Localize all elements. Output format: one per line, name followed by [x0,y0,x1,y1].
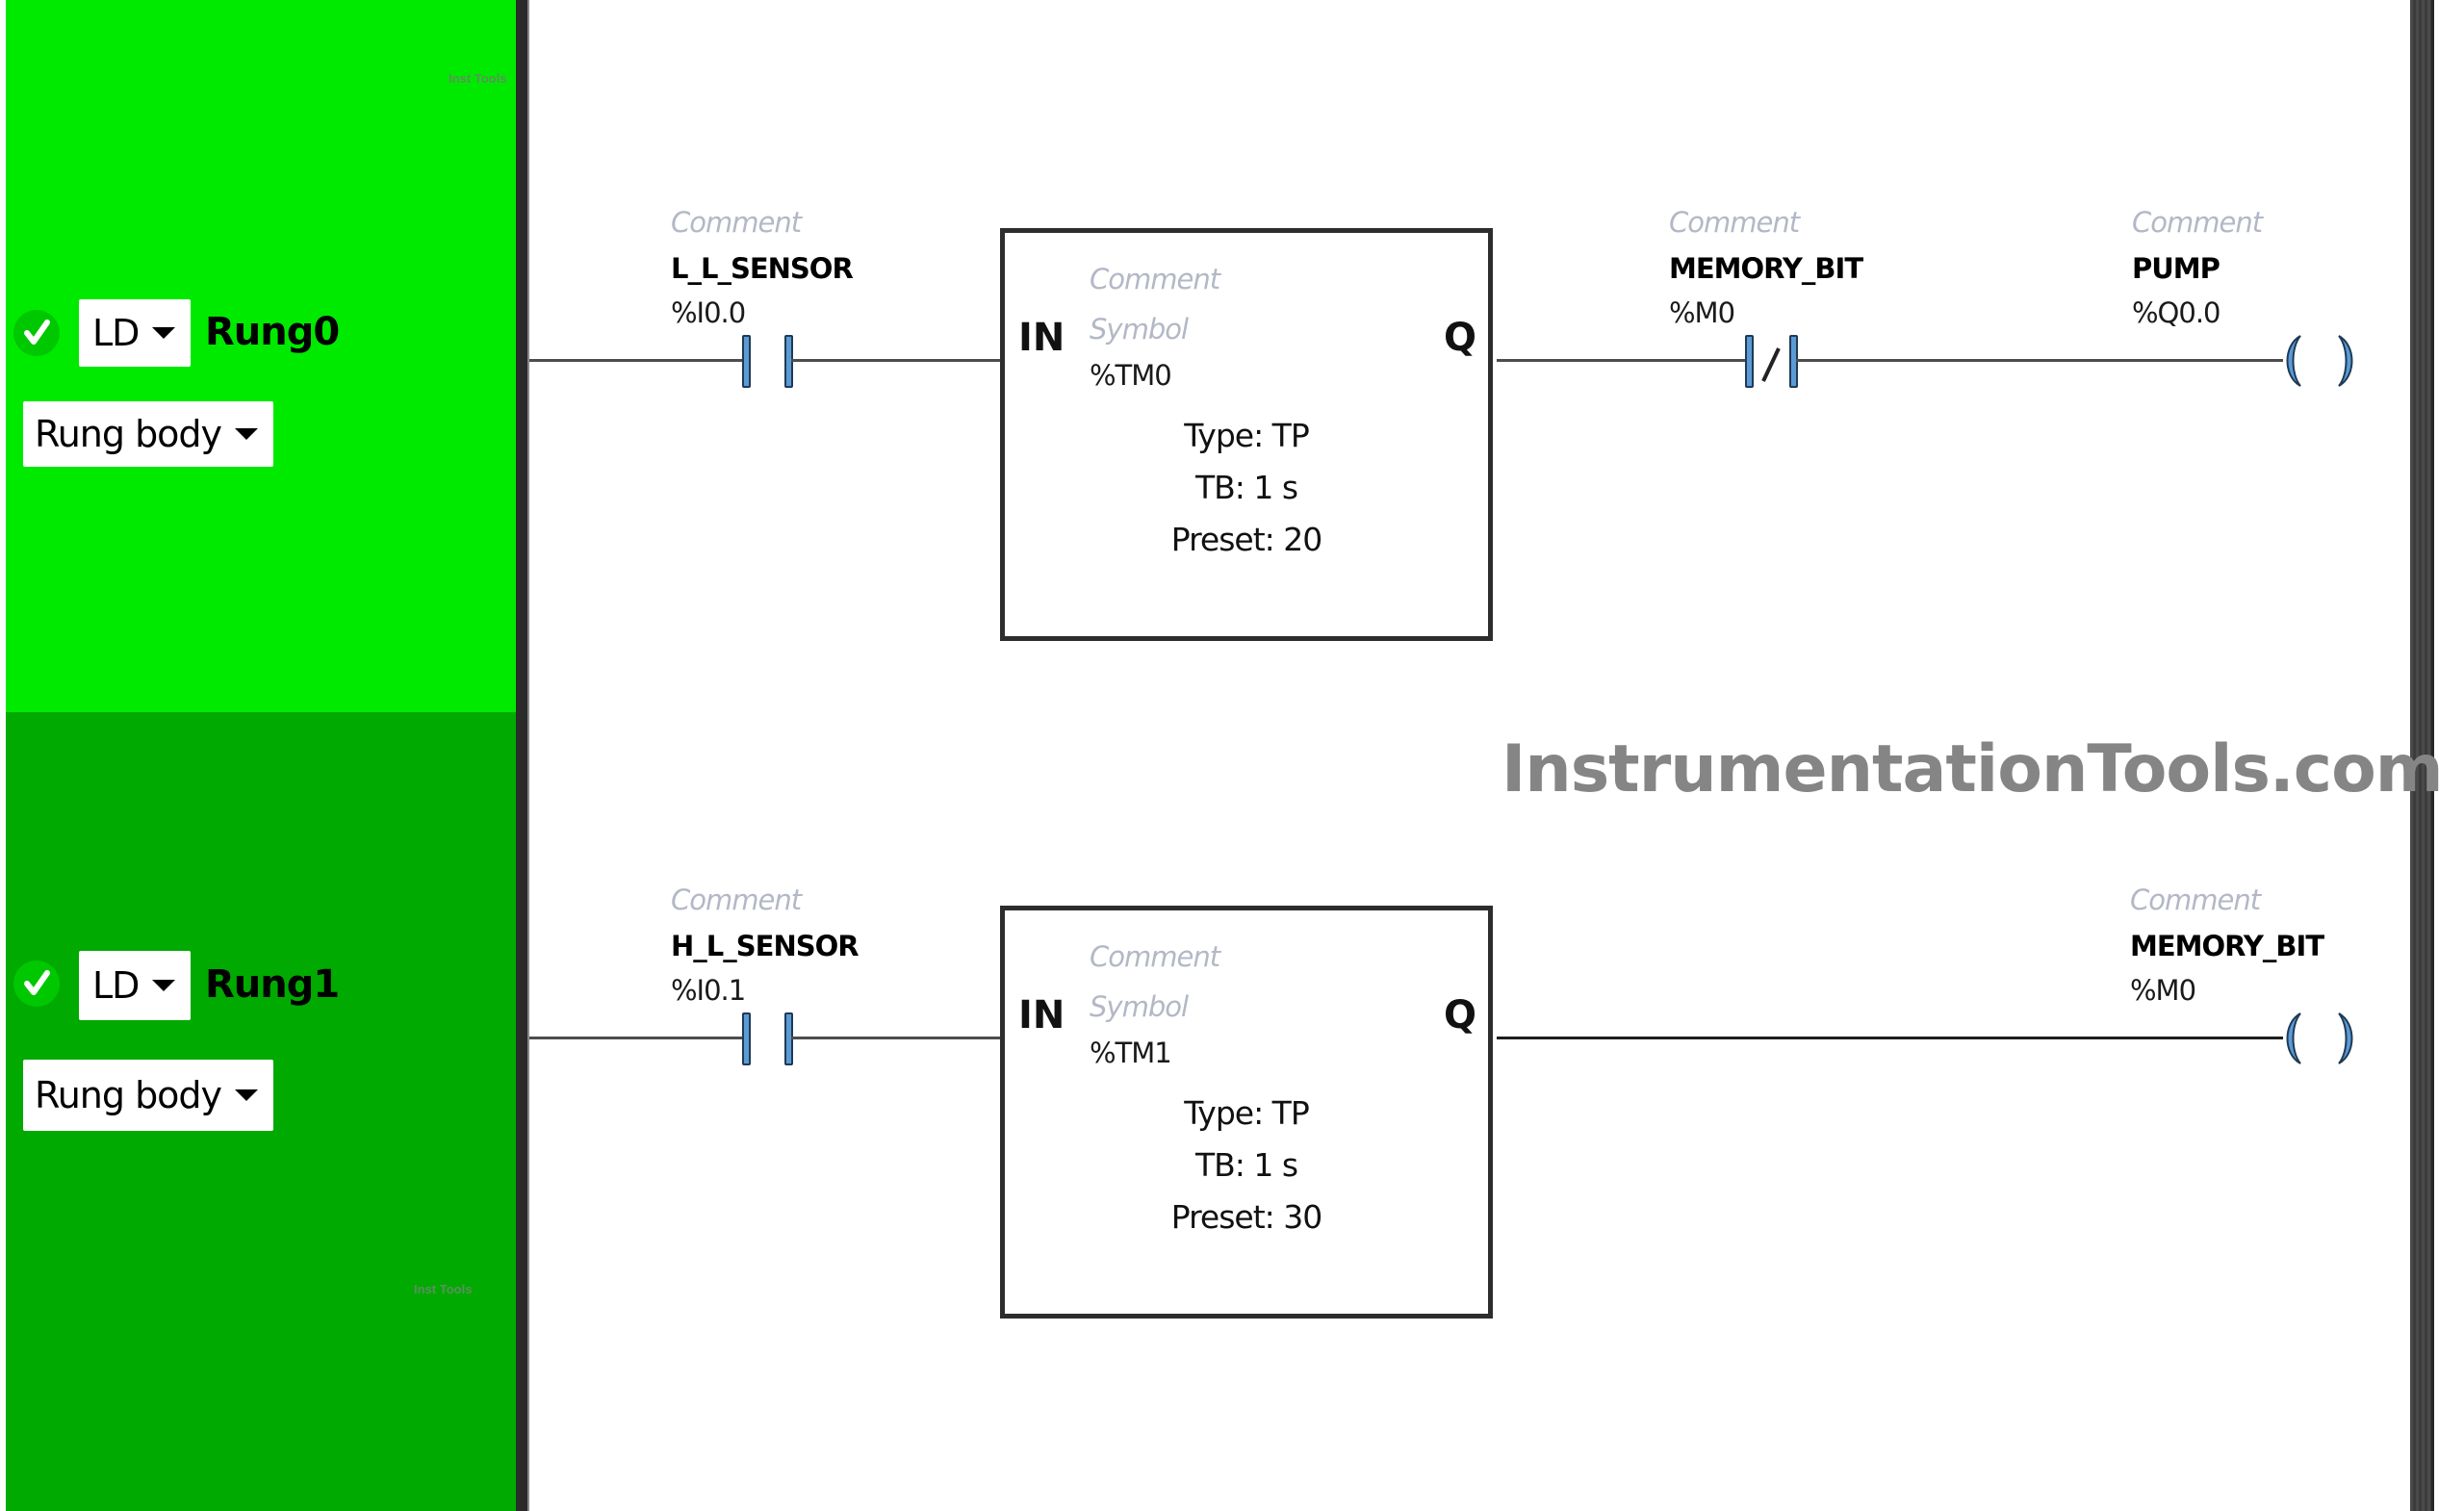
check-icon [24,970,50,995]
rung1-timer-block[interactable]: IN Q Comment Symbol %TM1 Type: TP TB: 1 … [1000,906,1493,1319]
rung1-coil-comment[interactable]: Comment [2130,884,2261,916]
coil-icon [2286,335,2353,387]
wire [791,1037,1001,1039]
rung0-contact2-address[interactable]: %M0 [1669,296,1735,329]
wire [1497,1037,2283,1039]
rung1-section-value: Rung body [35,1074,222,1116]
timer-in-pin: IN [1018,993,1065,1037]
rung0-timer-block[interactable]: IN Q Comment Symbol %TM0 Type: TP TB: 1 … [1000,228,1493,641]
chevron-down-icon [152,327,176,339]
contact-bar [742,1012,751,1065]
rung1-name[interactable]: Rung1 [205,962,340,1007]
slash-icon [1761,347,1781,382]
rung0-timer-preset: Preset: 20 [1170,521,1323,558]
left-power-rail-edge [527,0,529,1511]
rung1-contact1-address[interactable]: %I0.1 [671,974,746,1007]
rung1-timer-preset: Preset: 30 [1170,1198,1323,1236]
contact-bar [1745,335,1754,388]
rung1-coil-address[interactable]: %M0 [2130,974,2196,1007]
check-icon [24,320,50,345]
rung0-timer-timebase: TB: 1 s [1194,469,1298,506]
rung1-timer-type: Type: TP [1184,1094,1309,1132]
rung1-status [13,960,60,1007]
rung0-contact1-comment[interactable]: Comment [671,206,802,239]
sidebar-tag-bottom: Inst Tools [414,1282,473,1296]
rung1-language-value: LD [92,964,140,1007]
chevron-down-icon [152,980,176,991]
rung0-coil-address[interactable]: %Q0.0 [2132,296,2221,329]
rung0-coil-comment[interactable]: Comment [2132,206,2263,239]
rung1-section-dropdown[interactable]: Rung body [23,1060,273,1131]
wire [1497,359,1745,362]
rung0-language-value: LD [92,312,140,354]
contact-bar [742,335,751,388]
rung0-coil-symbol[interactable]: PUMP [2132,252,2220,285]
rung0-timer-address[interactable]: %TM0 [1090,359,1172,392]
timer-in-pin: IN [1018,316,1065,360]
rung0-contact2-comment[interactable]: Comment [1669,206,1800,239]
rung1-contact1-symbol[interactable]: H_L_SENSOR [671,930,860,962]
chevron-down-icon [235,1089,259,1101]
rung1-timer-address[interactable]: %TM1 [1090,1037,1172,1069]
rung0-contact1-symbol[interactable]: L_L_SENSOR [671,252,854,285]
rung0-coil[interactable] [2277,334,2364,392]
rung0-timer-comment[interactable]: Comment [1090,263,1220,295]
rung0-section-value: Rung body [35,413,222,455]
rung1-coil[interactable] [2277,1012,2364,1069]
wire [1796,359,2283,362]
wire [529,1037,743,1039]
rung0-status [13,310,60,356]
watermark: InstrumentationTools.com [1502,731,2444,807]
rung0-contact2-symbol[interactable]: MEMORY_BIT [1669,252,1863,285]
rung0-contact1-address[interactable]: %I0.0 [671,296,746,329]
wire [529,359,743,362]
sidebar-tag-top: Inst Tools [449,71,507,86]
rung1-coil-symbol[interactable]: MEMORY_BIT [2130,930,2324,962]
timer-q-pin: Q [1444,316,1477,360]
rung1-contact1-comment[interactable]: Comment [671,884,802,916]
rung1-timer-symbol[interactable]: Symbol [1090,990,1189,1023]
right-power-rail[interactable] [2410,0,2434,1511]
rung0-section-dropdown[interactable]: Rung body [23,401,273,467]
rung1-timer-comment[interactable]: Comment [1090,940,1220,973]
rung0-timer-type: Type: TP [1184,417,1309,454]
rung1-timer-timebase: TB: 1 s [1194,1146,1298,1184]
chevron-down-icon [235,428,259,440]
rung0-language-dropdown[interactable]: LD [79,299,191,367]
timer-q-pin: Q [1444,993,1477,1037]
wire [791,359,1001,362]
coil-icon [2286,1012,2353,1064]
rung0-timer-symbol[interactable]: Symbol [1090,313,1189,346]
rung1-language-dropdown[interactable]: LD [79,951,191,1020]
left-power-rail [516,0,527,1511]
rung0-name[interactable]: Rung0 [205,310,340,354]
